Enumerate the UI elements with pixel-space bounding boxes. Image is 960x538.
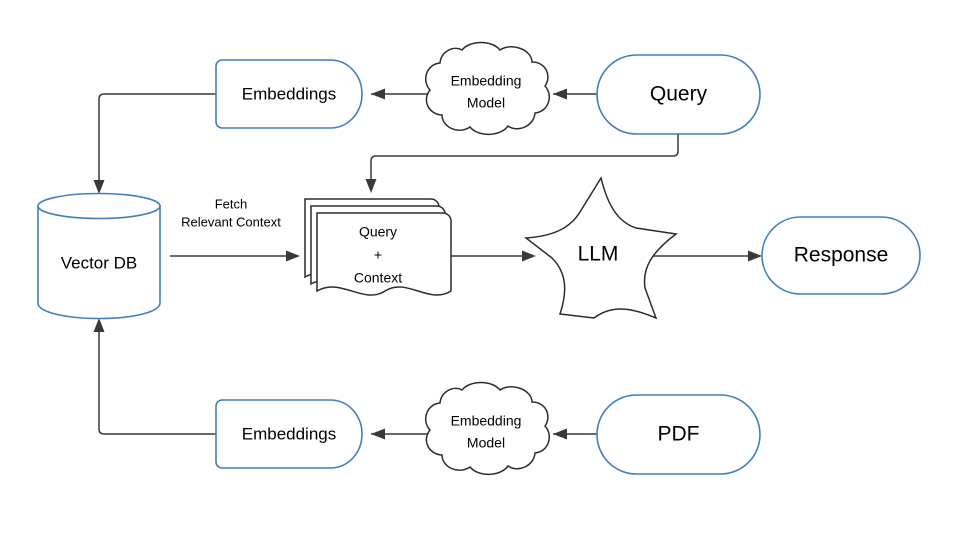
query-context-label-line3: Context: [354, 270, 402, 286]
embedding-model-top-label-line2: Model: [467, 95, 505, 111]
llm-label: LLM: [578, 243, 619, 266]
edge-embedding-model-to-embeddings-bottom: [371, 428, 430, 440]
fetch-label-line2: Relevant Context: [181, 214, 281, 229]
node-embeddings-bottom[interactable]: Embeddings: [215, 399, 363, 469]
embedding-model-bottom-label-line1: Embedding: [451, 413, 522, 429]
edge-query-context-to-llm: [444, 250, 536, 262]
query-context-label-line1: Query: [359, 224, 397, 240]
embedding-model-bottom-label-line2: Model: [467, 435, 505, 451]
pdf-label: PDF: [658, 423, 700, 446]
vector-db-top-ellipse: [37, 192, 161, 220]
node-llm[interactable]: LLM: [523, 176, 678, 320]
node-embeddings-top[interactable]: Embeddings: [215, 59, 363, 129]
vector-db-body-shape: [37, 205, 161, 320]
fetch-label-line1: Fetch: [215, 196, 248, 211]
edge-query-to-embedding-model: [553, 88, 597, 100]
embedding-model-top-cloud-shape: [425, 41, 550, 136]
embeddings-top-shape: [215, 59, 363, 129]
edge-embeddings-bottom-to-vector-db: [93, 318, 216, 435]
embeddings-bottom-label: Embeddings: [242, 424, 337, 443]
node-embedding-model-top[interactable]: Embedding Model: [425, 41, 550, 136]
node-query[interactable]: Query: [596, 54, 761, 135]
edge-vector-db-to-query-context: [170, 250, 300, 262]
vector-db-label: Vector DB: [61, 253, 138, 272]
embeddings-bottom-shape: [215, 399, 363, 469]
edge-embeddings-top-to-vector-db: [93, 93, 216, 194]
llm-star-shape: [523, 176, 678, 320]
node-vector-db[interactable]: Vector DB: [37, 192, 161, 320]
node-response[interactable]: Response: [761, 216, 921, 295]
query-context-sheet-front: [316, 212, 452, 296]
edge-llm-to-response: [640, 250, 762, 262]
query-label: Query: [650, 83, 708, 106]
response-shape: [761, 216, 921, 295]
node-pdf[interactable]: PDF: [596, 394, 761, 475]
embedding-model-bottom-cloud-shape: [425, 381, 550, 476]
embedding-model-top-label-line1: Embedding: [451, 73, 522, 89]
node-query-context[interactable]: Query + Context: [304, 198, 452, 296]
edge-pdf-to-embedding-model: [553, 428, 597, 440]
query-context-label-line2: +: [374, 247, 382, 263]
query-shape: [596, 54, 761, 135]
pdf-shape: [596, 394, 761, 475]
node-embedding-model-bottom[interactable]: Embedding Model: [425, 381, 550, 476]
edge-query-to-query-context: [365, 134, 679, 193]
response-label: Response: [794, 244, 889, 267]
edge-embedding-model-to-embeddings-top: [371, 88, 430, 100]
embeddings-top-label: Embeddings: [242, 84, 337, 103]
edge-label-fetch-relevant-context: Fetch Relevant Context: [181, 196, 281, 229]
